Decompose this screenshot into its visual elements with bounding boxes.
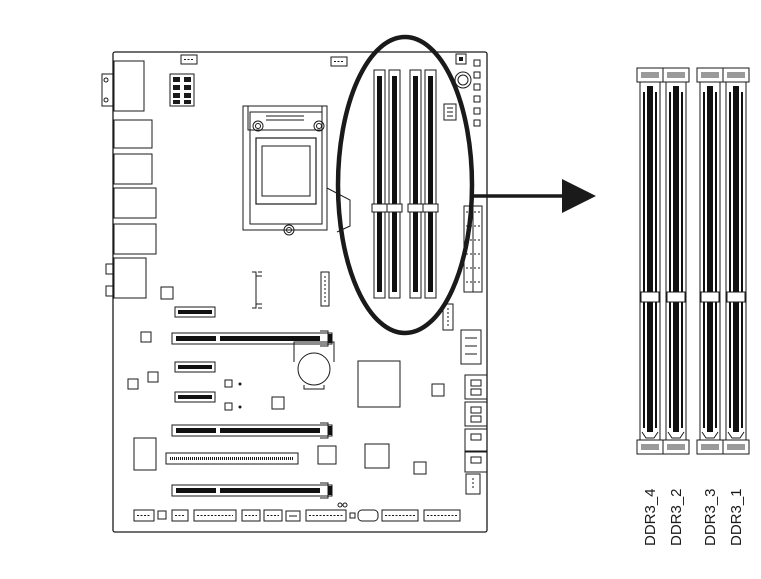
fan-header-system bbox=[442, 303, 454, 331]
small-chip bbox=[224, 402, 233, 411]
small-chip bbox=[147, 371, 159, 383]
usb3-header bbox=[460, 329, 482, 365]
small-chip bbox=[271, 396, 285, 410]
atx-12v-power-connector bbox=[169, 73, 195, 107]
small-chip bbox=[140, 331, 152, 343]
controller-chip bbox=[364, 443, 390, 469]
fan-header-top-left bbox=[180, 54, 198, 65]
label-ddr3-3: DDR3_3 bbox=[702, 488, 719, 546]
m2-bracket-left bbox=[252, 271, 262, 309]
chipset bbox=[357, 360, 401, 408]
label-ddr3-2: DDR3_2 bbox=[668, 488, 685, 546]
board-dimm-slot bbox=[407, 69, 424, 299]
label-ddr3-1: DDR3_1 bbox=[728, 488, 745, 546]
pointer-arrow bbox=[472, 179, 596, 213]
dimm-slot-ddr3-2 bbox=[662, 67, 690, 455]
small-chip bbox=[160, 286, 174, 300]
slot-labels: DDR3_4 DDR3_2 DDR3_3 DDR3_1 bbox=[642, 488, 745, 546]
audio-chip bbox=[317, 445, 337, 465]
small-chip bbox=[431, 383, 445, 397]
fan-header-top-right bbox=[330, 56, 348, 67]
cpu-socket bbox=[242, 105, 351, 236]
enlarged-dimm-slots bbox=[636, 67, 750, 455]
dimm-slot-ddr3-1 bbox=[722, 67, 750, 455]
label-ddr3-4: DDR3_4 bbox=[642, 488, 659, 546]
pcie-x1-slot bbox=[174, 361, 216, 373]
pcie-x16-slot bbox=[171, 330, 333, 347]
dimm-slot-ddr3-3 bbox=[696, 67, 724, 455]
dimm-slot-ddr3-4 bbox=[636, 67, 664, 455]
pcie-x1-slot bbox=[174, 306, 216, 318]
small-chip bbox=[127, 378, 139, 390]
m2-bracket-right bbox=[320, 271, 330, 307]
pci-slot bbox=[165, 452, 299, 465]
sata-ports bbox=[464, 374, 488, 473]
board-dimm-slots bbox=[371, 69, 439, 299]
small-chip bbox=[413, 461, 427, 475]
rear-io-panel bbox=[101, 60, 157, 299]
fan-header-right bbox=[465, 473, 481, 495]
pcie-x1-slot bbox=[174, 391, 216, 403]
bottom-headers bbox=[133, 502, 461, 522]
atx-24pin-power-connector bbox=[463, 205, 483, 293]
pcie-x16-slot bbox=[171, 422, 333, 439]
small-chip bbox=[224, 379, 233, 388]
pcie-x16-slot bbox=[171, 482, 333, 499]
board-dimm-slot bbox=[386, 69, 403, 299]
onboard-buttons bbox=[443, 53, 481, 127]
io-chip bbox=[133, 437, 157, 471]
board-dimm-slot bbox=[371, 69, 388, 299]
motherboard-outline bbox=[112, 51, 488, 533]
board-dimm-slot bbox=[422, 69, 439, 299]
dimm-highlight-ellipse bbox=[335, 34, 475, 336]
cmos-battery bbox=[293, 341, 335, 390]
